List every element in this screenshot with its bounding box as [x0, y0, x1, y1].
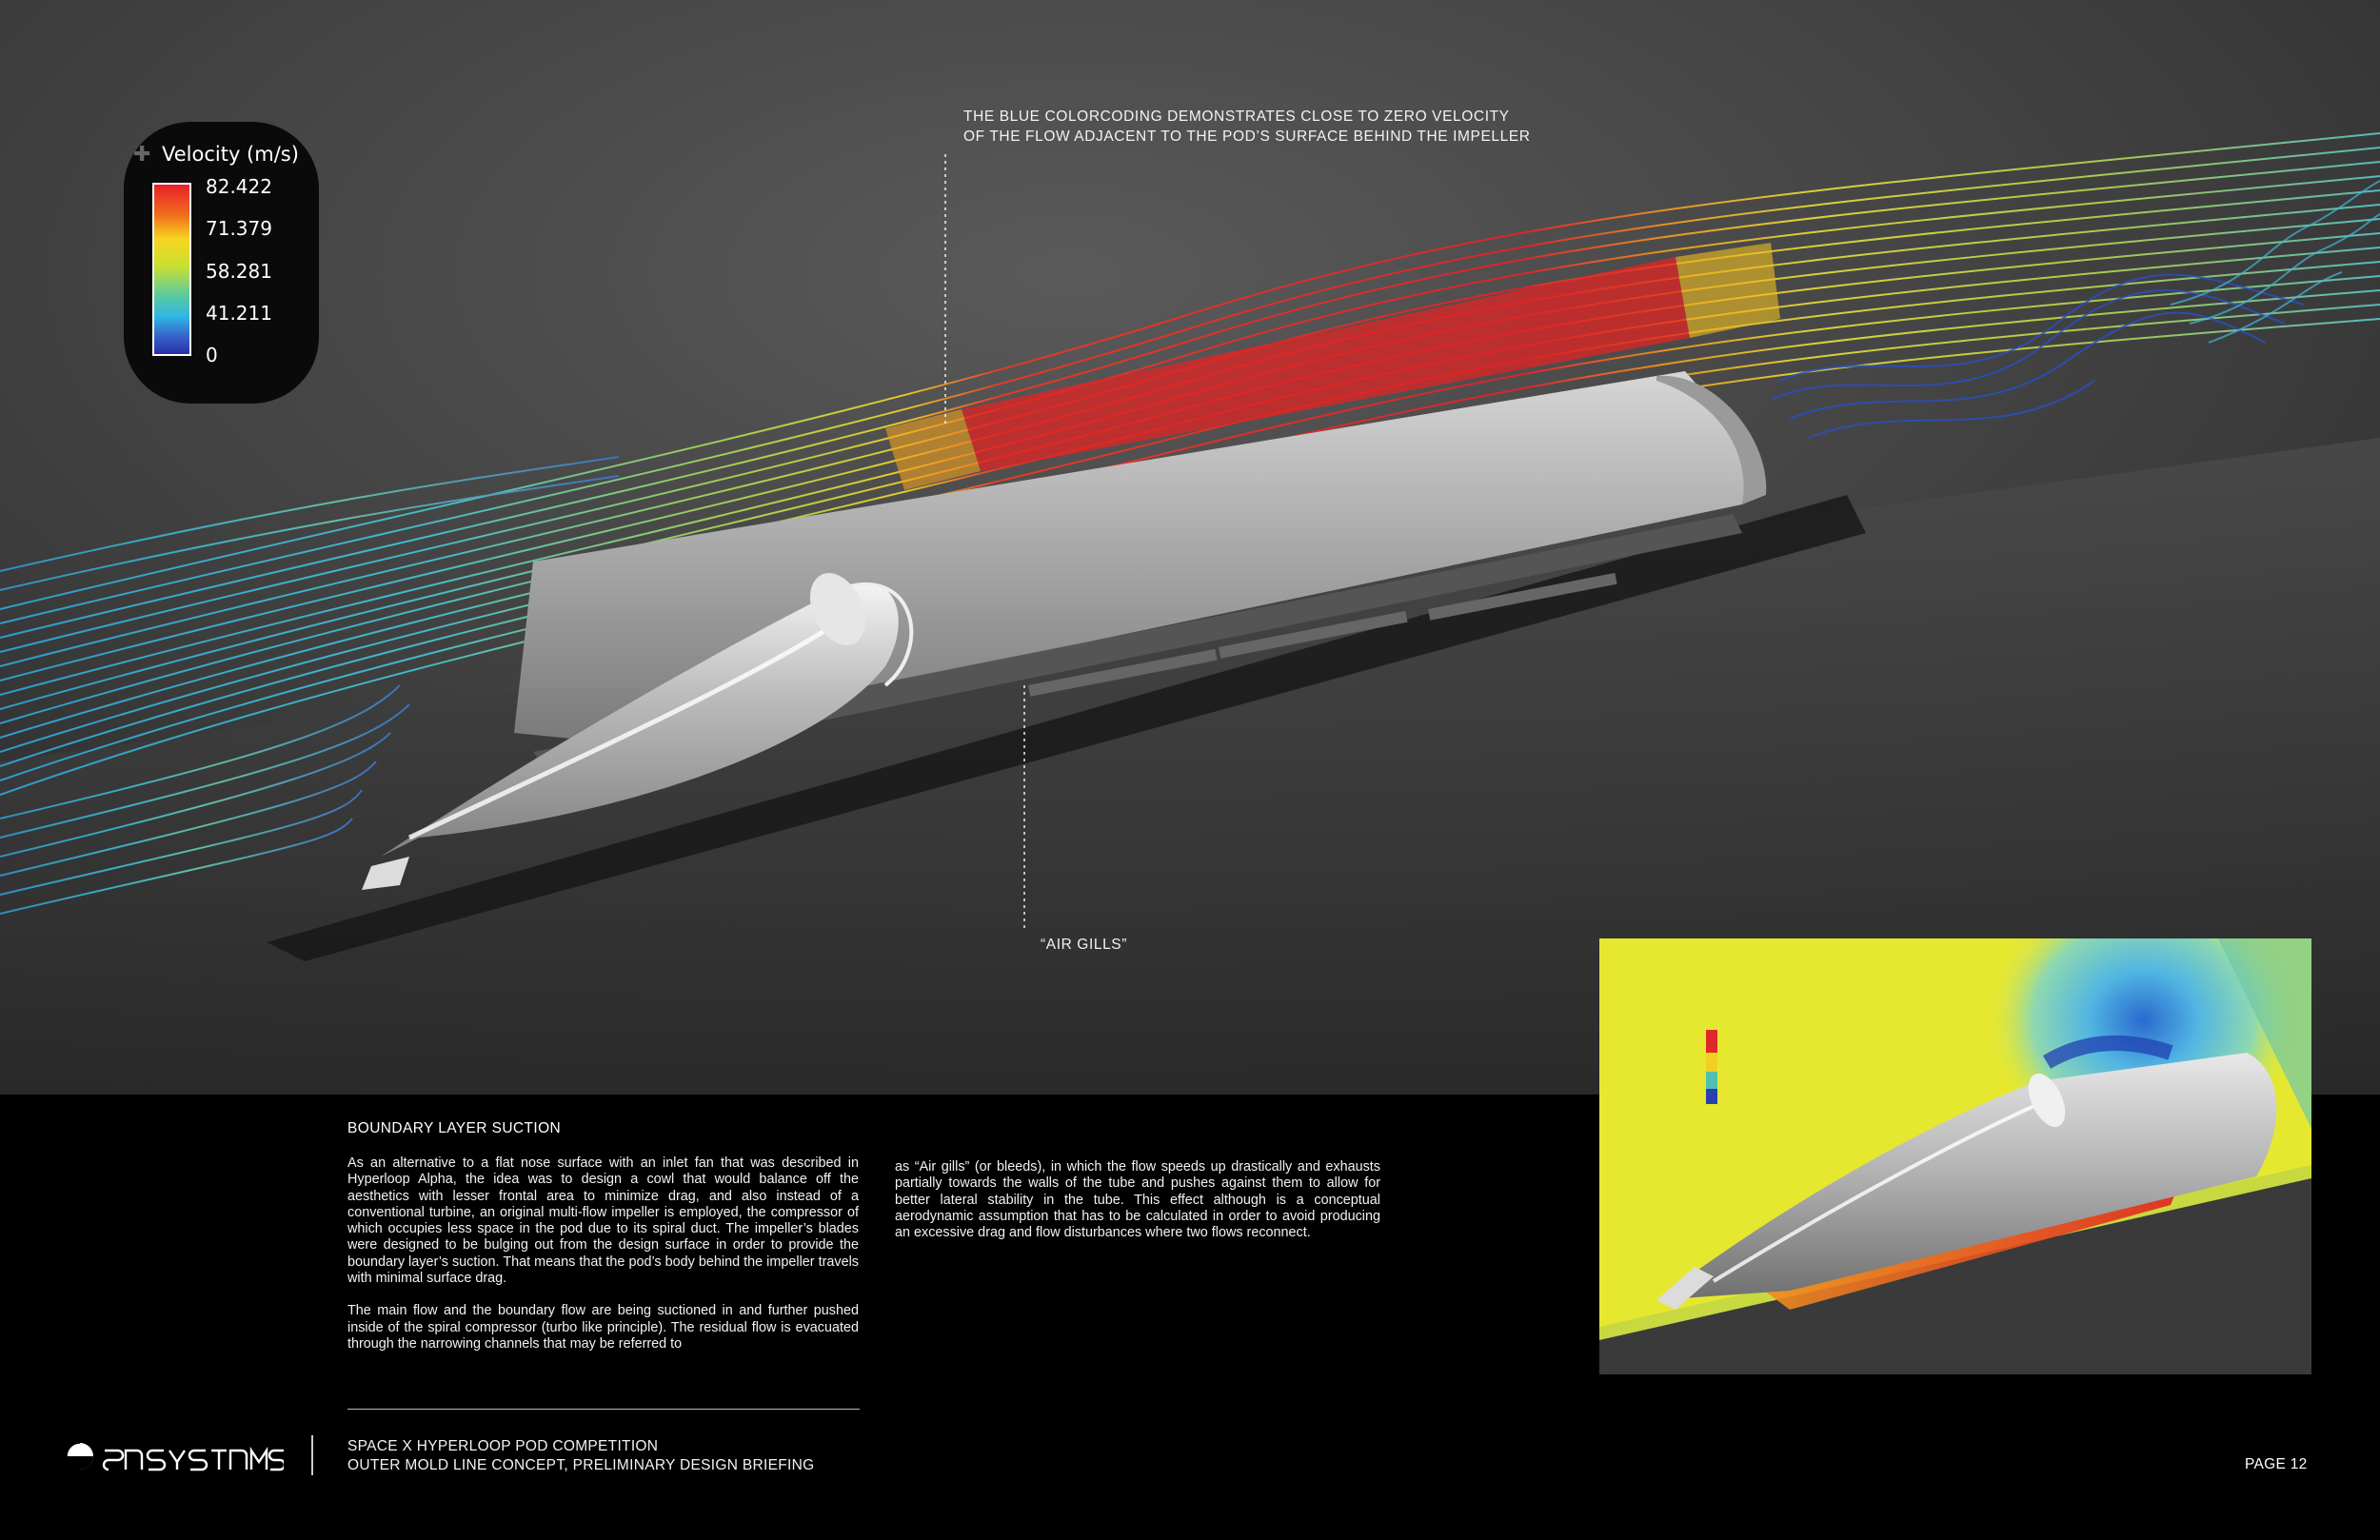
footer-divider	[311, 1435, 313, 1475]
legend-tick: 0	[206, 344, 218, 366]
paragraph: The main flow and the boundary flow are …	[347, 1303, 859, 1352]
legend-color-bar	[152, 183, 191, 356]
pod-model	[362, 371, 1767, 890]
plus-icon: ✚	[133, 143, 151, 167]
text-column-1: As an alternative to a flat nose surface…	[347, 1155, 859, 1369]
text-column-2: as “Air gills” (or bleeds), in which the…	[895, 1159, 1380, 1257]
legend-tick: 82.422	[206, 175, 272, 198]
velocity-legend: ✚ Velocity (m/s) 82.422 71.379 58.281 41…	[124, 122, 319, 404]
section-heading: BOUNDARY LAYER SUCTION	[347, 1120, 562, 1136]
footer-rule	[347, 1409, 860, 1410]
paragraph: As an alternative to a flat nose surface…	[347, 1155, 859, 1287]
inset-cfd-contour-image	[1599, 938, 2311, 1374]
legend-tick: 58.281	[206, 260, 272, 283]
footer-line-1: SPACE X HYPERLOOP POD COMPETITION	[347, 1438, 659, 1454]
callout-blue-colorcoding-line2: OF THE FLOW ADJACENT TO THE POD’S SURFAC…	[963, 128, 1531, 145]
page-number: PAGE 12	[2245, 1456, 2308, 1472]
callout-air-gills: “AIR GILLS”	[1041, 937, 1128, 953]
cfd-streamline-render	[0, 0, 2380, 1095]
legend-tick: 71.379	[206, 217, 272, 240]
paragraph: as “Air gills” (or bleeds), in which the…	[895, 1159, 1380, 1241]
legend-tick: 41.211	[206, 302, 272, 325]
footer-line-2: OUTER MOLD LINE CONCEPT, PRELIMINARY DES…	[347, 1457, 815, 1473]
brand-logo	[65, 1437, 287, 1475]
callout-blue-colorcoding-line1: THE BLUE COLORCODING DEMONSTRATES CLOSE …	[963, 109, 1510, 125]
legend-title: Velocity (m/s)	[162, 143, 299, 166]
